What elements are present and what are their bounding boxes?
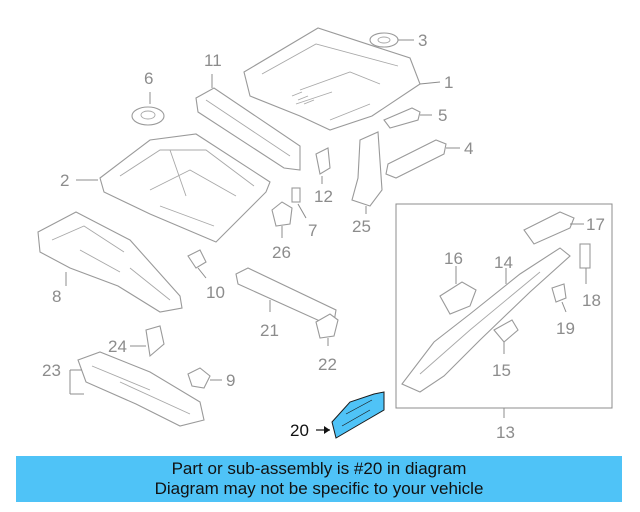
callout-6: 6	[144, 69, 153, 88]
parts-diagram: 1 3 5 4 6 11 2 12 7 26 25	[37, 27, 613, 442]
part-6-plug	[131, 106, 165, 126]
part-20-shape[interactable]	[331, 391, 385, 439]
part-5-bracket	[383, 107, 421, 129]
callout-15: 15	[492, 361, 511, 380]
callout-1: 1	[444, 73, 453, 92]
part-15-bracket	[493, 319, 519, 343]
callout-17: 17	[586, 215, 605, 234]
part-1-rear-floor	[243, 27, 421, 131]
callout-9: 9	[226, 371, 235, 390]
callout-4: 4	[464, 139, 473, 158]
part-23-rear-panel	[77, 351, 205, 427]
callout-16: 16	[444, 249, 463, 268]
callout-8: 8	[52, 287, 61, 306]
callout-22: 22	[318, 355, 337, 374]
callout-7: 7	[308, 221, 317, 240]
part-26-bracket	[271, 201, 293, 227]
callout-26: 26	[272, 243, 291, 262]
callout-18: 18	[582, 291, 601, 310]
callout-2: 2	[60, 171, 69, 190]
callout-19: 19	[556, 319, 575, 338]
part-7-clip	[291, 187, 301, 203]
info-banner: Part or sub-assembly is #20 in diagram D…	[16, 456, 622, 502]
callout-25: 25	[352, 217, 371, 236]
part-4-crossmember	[385, 139, 447, 179]
part-17-crossmember	[523, 211, 575, 245]
part-16-bracket	[439, 281, 477, 315]
callout-13: 13	[496, 423, 515, 442]
callout-10: 10	[206, 283, 225, 302]
callout-12: 12	[314, 187, 333, 206]
part-19-bracket	[551, 283, 567, 303]
part-12-bracket	[315, 147, 331, 175]
banner-line-2: Diagram may not be specific to your vehi…	[154, 479, 484, 498]
callout-11: 11	[204, 51, 222, 70]
part-3-plug	[369, 32, 399, 48]
part-25-pillar	[351, 131, 383, 207]
part-22-bracket	[315, 313, 339, 339]
callout-23: 23	[42, 361, 61, 380]
part-21-rail	[235, 267, 337, 323]
part-18-plate	[579, 243, 591, 269]
part-20-highlighted[interactable]	[331, 391, 385, 439]
callout-20: 20	[290, 421, 309, 440]
callout-14: 14	[494, 253, 513, 272]
callout-24: 24	[108, 337, 127, 356]
part-8-front-panel	[37, 211, 183, 313]
callout-3: 3	[418, 31, 427, 50]
part-11-rail	[195, 87, 301, 171]
callout-21: 21	[260, 321, 279, 340]
part-9-bracket	[187, 367, 211, 389]
part-24-bracket	[145, 325, 165, 358]
part-14-side-rail	[401, 247, 571, 393]
part-10-bracket	[187, 249, 207, 269]
callout-5: 5	[438, 106, 447, 125]
banner-line-1: Part or sub-assembly is #20 in diagram	[171, 459, 467, 478]
part-2-center-floor	[99, 133, 271, 243]
